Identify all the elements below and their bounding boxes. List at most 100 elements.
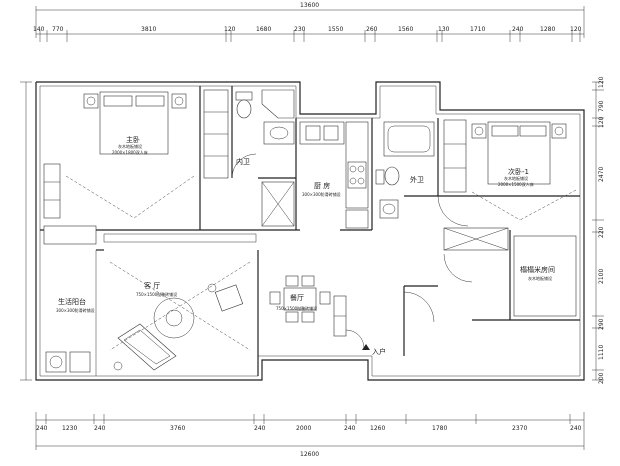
room-label-second-bedroom: 次卧-1 (508, 167, 529, 176)
chair (301, 311, 315, 323)
nightstand (551, 123, 567, 139)
pillow (491, 125, 519, 137)
room-note-balcony: 300×300防滑砖铺设 (56, 307, 95, 313)
dim-top-4: 1680 (256, 26, 271, 33)
dim-top-5: 230 (294, 26, 306, 33)
dim-top-13: 120 (570, 26, 582, 33)
sofa (117, 323, 177, 371)
room-label-entrance: 入户 (372, 347, 386, 356)
chair (301, 275, 315, 287)
nightstand (83, 93, 99, 109)
balcony: 生活阳台 300×300防滑砖铺设 (45, 250, 97, 376)
chair (319, 291, 331, 305)
dim-top-6: 1550 (328, 26, 343, 33)
bathtub (383, 121, 435, 157)
toilet-tank (235, 91, 253, 101)
outer-bathroom: 外卫 (375, 121, 469, 227)
chair (285, 275, 299, 287)
dim-right-1: 790 (598, 100, 605, 112)
corner-shower (261, 89, 295, 119)
toilet-tank (375, 169, 385, 185)
tatami-room: 榻榻米房间 灰木地板铺设 (403, 227, 577, 323)
chair (285, 311, 299, 323)
dim-bottom-9: 2370 (512, 425, 527, 432)
wardrobe (443, 119, 467, 193)
side-cabinet (43, 163, 61, 219)
washbasin (263, 121, 295, 145)
dim-right-0: 120 (598, 76, 605, 88)
second-bedroom: 次卧-1 灰木地板铺设 2000×1500双人床 (443, 119, 577, 221)
room-label-tatami: 榻榻米房间 (520, 265, 555, 274)
dim-bottom-6: 240 (344, 425, 356, 432)
room-note-second-bedroom-floor: 灰木地板铺设 (504, 175, 528, 181)
room-note-master-bedroom-bed: 2000×1800双人床 (112, 149, 148, 155)
fridge (345, 209, 369, 229)
room-note-kitchen: 300×300防滑砖铺设 (302, 191, 341, 197)
tv-cabinet (103, 233, 257, 243)
dim-top-9: 130 (438, 26, 450, 33)
stove (347, 161, 367, 189)
dim-top-1: 770 (52, 26, 64, 33)
laundry-sink (69, 351, 91, 373)
dim-top-8: 1560 (398, 26, 413, 33)
nightstand (471, 123, 487, 139)
dim-top-10: 1710 (470, 26, 485, 33)
pillow (103, 95, 133, 107)
dim-bottom-0: 240 (36, 425, 48, 432)
dim-top-0: 140 (33, 26, 45, 33)
right-dimensions: 120 790 120 2470 220 2100 290 1110 200 (592, 76, 605, 384)
dim-bottom-3: 3760 (170, 425, 185, 432)
room-label-outer-bath: 外卫 (410, 175, 424, 184)
room-note-tatami: 灰木地板铺设 (528, 275, 552, 281)
room-note-dining-room: 750×1500抛釉砖铺设 (276, 305, 317, 311)
pillow (519, 125, 547, 137)
dim-top-3: 120 (224, 26, 236, 33)
dim-right-4: 220 (598, 226, 605, 238)
room-label-dining-room: 餐厅 (290, 293, 304, 302)
toilet (384, 166, 400, 186)
dim-top-7: 260 (366, 26, 378, 33)
dim-bottom-1: 1230 (62, 425, 77, 432)
dining-table (283, 287, 317, 311)
dim-right-5: 2100 (598, 269, 605, 284)
dim-right-2: 120 (598, 116, 605, 128)
dim-bottom-4: 240 (254, 425, 266, 432)
tatami-platform (513, 235, 577, 317)
room-note-second-bedroom-bed: 2000×1500双人床 (498, 181, 534, 187)
dim-right-3: 2470 (598, 167, 605, 182)
room-label-kitchen: 厨 房 (314, 181, 330, 190)
sink (305, 125, 321, 141)
window-sill (43, 225, 97, 245)
dim-bottom-8: 1780 (432, 425, 447, 432)
washing-machine (45, 351, 67, 373)
dim-bottom-7: 1260 (370, 425, 385, 432)
toilet (236, 99, 252, 119)
dim-bottom-10: 240 (570, 425, 582, 432)
room-label-living-room: 客 厅 (144, 281, 160, 290)
master-bedroom: 主卧 灰木地板铺设 2000×1800双人床 (43, 89, 229, 245)
round-rug (153, 297, 195, 339)
dim-right-8: 200 (598, 372, 605, 384)
dim-right-6: 290 (598, 318, 605, 330)
room-label-balcony: 生活阳台 (58, 297, 86, 306)
dim-bottom-5: 2000 (296, 425, 311, 432)
dim-top-2: 3810 (141, 26, 156, 33)
top-dimensions: 13600 140 770 3810 120 1680 230 1550 260… (33, 2, 585, 42)
bottom-dimensions: 240 1230 240 3760 240 2000 240 1260 1780… (35, 412, 585, 458)
washbasin (379, 199, 399, 219)
sink (323, 125, 339, 141)
nightstand (171, 93, 187, 109)
bottom-total-dimension: 12600 (300, 451, 319, 458)
dim-top-12: 1280 (540, 26, 555, 33)
inner-bathroom: 内卫 (231, 89, 295, 179)
room-label-inner-bath: 内卫 (236, 157, 250, 166)
armchair (214, 284, 244, 312)
dim-top-11: 240 (512, 26, 524, 33)
dining-room: 餐厅 750×1500抛釉砖铺设 (269, 275, 347, 337)
living-room: 客 厅 750×1500抛釉砖铺设 (103, 233, 257, 371)
room-note-living-room: 750×1500抛釉砖铺设 (136, 291, 177, 297)
room-label-master-bedroom: 主卧 (126, 135, 140, 144)
entrance: 入户 (345, 329, 386, 356)
dim-bottom-2: 240 (94, 425, 106, 432)
